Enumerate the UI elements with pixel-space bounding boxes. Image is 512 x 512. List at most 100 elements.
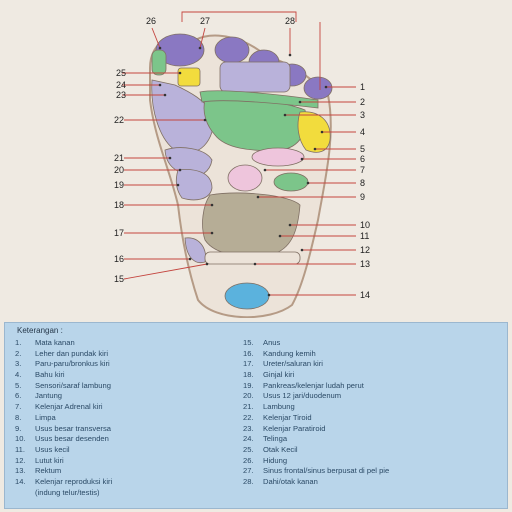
bladder-lavender-zone (184, 237, 207, 264)
legend-row: 1. Mata kanan (15, 338, 241, 349)
point-dot-24 (158, 83, 162, 87)
point-dot-5 (313, 147, 317, 151)
point-dot-16 (188, 257, 192, 261)
point-label-27: 27 (200, 16, 210, 26)
legend-number: 12. (15, 455, 26, 465)
point-label-7: 7 (360, 165, 365, 175)
legend-number: 14. (15, 476, 26, 486)
legend-row: 19.Pankreas/kelenjar ludah perut (243, 381, 505, 392)
legend-row: 7.Kelenjar Adrenal kiri (15, 402, 241, 413)
legend-number: 28. (243, 476, 254, 486)
legend-text: Mata kanan (35, 338, 75, 347)
legend-text: Pankreas/kelenjar ludah perut (263, 380, 364, 390)
legend-row: 9. Usus besar transversa (15, 424, 241, 435)
legend-number: 21. (243, 402, 254, 412)
legend-number: 18. (243, 370, 254, 380)
point-dot-12 (300, 248, 304, 252)
point-dot-19 (176, 183, 180, 187)
point-label-15: 15 (114, 274, 124, 284)
legend-row: 3.Paru-paru/bronkus kiri (15, 359, 241, 370)
legend-row: 16.Kandung kemih (243, 349, 505, 360)
leader-lines (122, 11, 356, 297)
legend-text: Lambung (263, 402, 295, 412)
point-dot-23 (163, 93, 167, 97)
heart-pink-zone (251, 147, 305, 167)
legend-text: Leher dan pundak kiri (35, 348, 109, 358)
legend-text: Ginjal kiri (263, 370, 295, 380)
legend-text: Telinga (263, 434, 288, 444)
legend-text: Sensori/saraf lambung (35, 380, 111, 390)
legend-row: 15.Anus (243, 338, 505, 349)
legend-number: 27. (243, 466, 254, 476)
legend-row: 14. Kelenjar reproduksi kiri (15, 477, 241, 488)
point-label-12: 12 (360, 245, 370, 255)
point-label-25: 25 (116, 68, 126, 78)
legend-text: Bahu kiri (35, 370, 65, 380)
legend-text: Usus besar desenden (35, 434, 109, 444)
point-label-28: 28 (285, 16, 295, 26)
point-dot-17 (210, 231, 214, 235)
rectum-band (204, 251, 301, 265)
legend-text: Hidung (263, 455, 288, 465)
legend-text: Kelenjar reproduksi kiri (35, 476, 113, 486)
legend-row: 12. Lutut kiri (15, 456, 241, 467)
legend-row: 13.Rektum (15, 466, 241, 477)
legend-number (15, 488, 35, 499)
toe-5-tip (303, 76, 333, 100)
legend-number: 17. (243, 359, 254, 369)
big-toe-green-zone (151, 49, 167, 76)
legend-row: 10.Usus besar desenden (15, 434, 241, 445)
point-label-9: 9 (360, 192, 365, 202)
point-dot-15 (205, 262, 209, 266)
legend-text: Paru-paru/bronkus kiri (35, 359, 110, 369)
point-dot-10 (288, 223, 292, 227)
legend-row: 17.Ureter/saluran kiri (243, 359, 505, 370)
legend-text: Lutut kiri (35, 455, 64, 465)
point-label-19: 19 (114, 180, 124, 190)
point-label-21: 21 (114, 153, 124, 163)
point-label-10: 10 (360, 220, 370, 230)
big-toe-lavender-zone (151, 79, 215, 153)
point-dot-11 (278, 234, 282, 238)
toe-2-tip (214, 36, 250, 64)
point-dot-25 (178, 71, 182, 75)
point-dot-27 (198, 46, 202, 50)
spleen-zone (227, 164, 263, 192)
point-dot-7 (263, 168, 267, 172)
point-label-2: 2 (360, 97, 365, 107)
legend-row: 23.Kelenjar Paratiroid (243, 424, 505, 435)
legend-row: 18. Ginjal kiri (243, 370, 505, 381)
point-label-8: 8 (360, 178, 365, 188)
point-dot-4 (320, 130, 324, 134)
point-dot-8 (306, 181, 310, 185)
legend-number: 1. (15, 338, 22, 347)
point-label-14: 14 (360, 290, 370, 300)
legend-row: 4.Bahu kiri (15, 370, 241, 381)
legend-number: 26. (243, 455, 254, 465)
legend-number: 9. (15, 423, 22, 433)
point-label-13: 13 (360, 259, 370, 269)
legend-number: 20. (243, 391, 254, 401)
point-label-20: 20 (114, 165, 124, 175)
legend-row: 25.Otak Kecil (243, 445, 505, 456)
legend-number: 5. (15, 380, 22, 390)
legend-number: 15. (243, 338, 254, 347)
legend-text: Dahi/otak kanan (263, 476, 318, 486)
legend-number: 22. (243, 412, 254, 422)
legend-row: 20. Usus 12 jari/duodenum (243, 391, 505, 402)
legend-text: Usus 12 jari/duodenum (263, 391, 342, 401)
point-label-26: 26 (146, 16, 156, 26)
point-label-18: 18 (114, 200, 124, 210)
legend-text: Usus besar transversa (35, 423, 111, 433)
point-dot-21 (168, 156, 172, 160)
point-label-1: 1 (360, 82, 365, 92)
legend-number: 11. (15, 444, 25, 454)
reproductive-blue-zone (224, 282, 270, 310)
cerebellum-yellow-zone (177, 67, 201, 87)
legend-row: 11.Usus kecil (15, 445, 241, 456)
legend-text: Rektum (35, 466, 62, 476)
legend-row: 5. Sensori/saraf lambung (15, 381, 241, 392)
legend-title: Keterangan : (17, 326, 63, 335)
